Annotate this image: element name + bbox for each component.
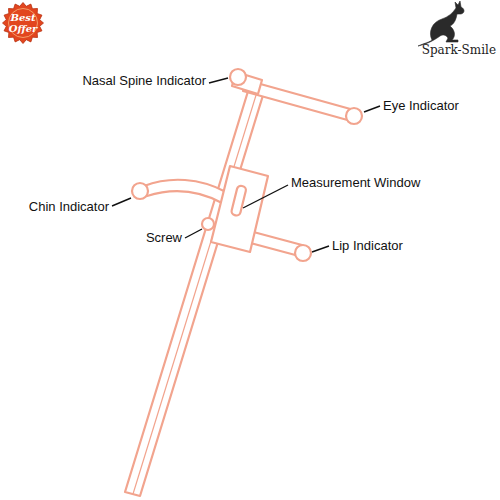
part-label: Lip Indicator xyxy=(332,238,403,253)
offer-badge: Best Offer xyxy=(2,2,44,44)
leader-line xyxy=(185,229,202,238)
part-label: Chin Indicator xyxy=(29,199,109,214)
part-label: Screw xyxy=(146,230,182,245)
eye-indicator-ball xyxy=(346,108,362,124)
brand-name: Spark-Smile xyxy=(422,43,496,58)
leader-line xyxy=(209,78,228,83)
kangaroo-logo xyxy=(418,1,464,46)
leader-line xyxy=(243,185,288,208)
part-label: Eye Indicator xyxy=(383,98,459,113)
part-label: Nasal Spine Indicator xyxy=(82,73,206,88)
leader-line xyxy=(112,198,131,206)
chin-indicator-ball xyxy=(132,183,148,199)
lip-indicator-ball xyxy=(295,245,311,261)
main-rod xyxy=(125,88,264,496)
rod-edge xyxy=(133,92,257,494)
sliding-block xyxy=(211,166,268,252)
part-label: Measurement Window xyxy=(291,175,420,190)
leader-line xyxy=(312,246,329,252)
leader-line xyxy=(364,106,380,112)
badge-text: Best Offer xyxy=(2,2,44,44)
chin-arm xyxy=(144,180,226,203)
nasal-spine-ball xyxy=(230,69,246,85)
screw-knob xyxy=(202,218,214,230)
measurement-window xyxy=(231,185,247,216)
